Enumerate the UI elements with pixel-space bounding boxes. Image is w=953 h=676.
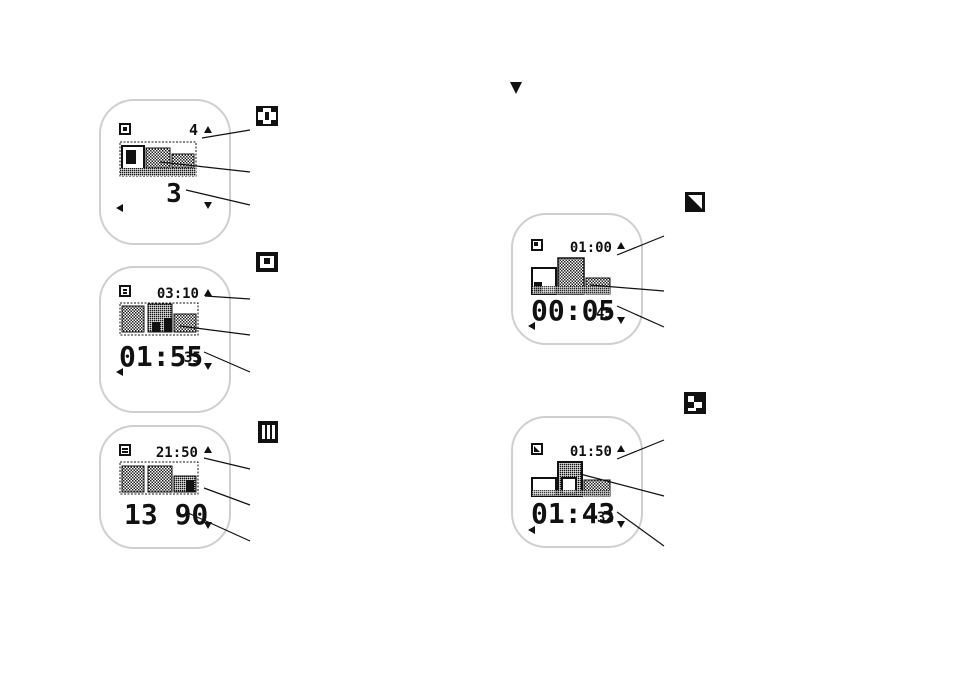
bars-mode-icon xyxy=(119,444,131,456)
zone-graph xyxy=(531,461,611,497)
stopwatch-icon xyxy=(256,252,278,272)
zone-scale xyxy=(120,168,196,176)
sub-value: 32 xyxy=(597,510,614,526)
battery-icon xyxy=(258,421,278,443)
zone-bar xyxy=(152,322,160,332)
zone-bar xyxy=(147,465,173,493)
star-grid-icon xyxy=(256,106,278,126)
zone-graph xyxy=(119,141,197,177)
main-value: 01:55 xyxy=(119,340,203,373)
sub-value: 35 xyxy=(184,350,201,366)
leader-line xyxy=(185,189,251,206)
top-value: 01:50 xyxy=(570,444,612,460)
main-value: 01:43 xyxy=(531,497,615,530)
leader-line xyxy=(579,473,665,497)
leader-line xyxy=(185,511,251,542)
watch-bezel xyxy=(511,213,643,345)
watch-screen-3: 21:50 13 90 xyxy=(99,421,278,549)
up-arrow-icon xyxy=(617,242,625,249)
zone-mode-icon-2 xyxy=(531,443,543,455)
main-value: 00:05 xyxy=(531,294,615,327)
down-arrow-small-icon xyxy=(617,317,625,324)
up-arrow-icon xyxy=(204,126,212,133)
zone-bar xyxy=(121,465,145,493)
leader-line xyxy=(616,511,665,547)
zone-graph xyxy=(119,302,199,336)
left-arrow-icon xyxy=(116,368,123,376)
zone-corner-icon xyxy=(685,192,705,212)
down-arrow-small-icon xyxy=(204,363,212,370)
leader-line xyxy=(616,305,665,328)
left-arrow-icon xyxy=(528,526,535,534)
zone-scale xyxy=(532,490,610,496)
zone-graph xyxy=(119,461,199,495)
watch-bezel xyxy=(99,425,231,549)
zone-scale xyxy=(532,286,610,294)
sub-value: 45 xyxy=(596,306,613,322)
watch-screen-5: 01:50 01:43 32 xyxy=(511,392,706,548)
zone-graph xyxy=(531,257,611,295)
down-arrow-small-icon xyxy=(617,521,625,528)
leader-line xyxy=(589,284,665,292)
watch-screen-2: 03:10 01:55 35 xyxy=(99,252,278,413)
watch-bezel xyxy=(99,99,231,245)
leader-line xyxy=(201,129,251,139)
watch-screen-4: 01:00 00:05 45 xyxy=(511,192,705,345)
zone-bar xyxy=(126,150,136,164)
up-arrow-icon xyxy=(204,446,212,453)
zone-bar xyxy=(186,480,194,492)
leader-line xyxy=(203,487,251,506)
leader-line xyxy=(179,325,251,336)
zone-bar xyxy=(145,147,171,169)
top-value: 03:10 xyxy=(157,286,199,302)
zone-bar xyxy=(121,305,145,333)
leader-line xyxy=(203,351,251,373)
down-arrow-small-icon xyxy=(204,522,212,529)
left-arrow-icon xyxy=(116,204,123,212)
zone-step-icon xyxy=(684,392,706,414)
leader-line xyxy=(204,295,251,300)
top-value: 01:00 xyxy=(570,240,612,256)
leader-line xyxy=(616,235,665,256)
up-arrow-icon xyxy=(204,289,212,296)
watch-screen-1: 4 3 xyxy=(99,99,278,245)
watch-bezel xyxy=(99,266,231,413)
down-arrow-small-icon xyxy=(204,202,212,209)
zone-bar xyxy=(173,313,197,333)
main-value: 13 90 xyxy=(124,498,208,531)
leader-line xyxy=(203,457,251,470)
clock-mode-icon xyxy=(119,285,131,297)
grid-mode-icon xyxy=(119,123,131,135)
down-arrow-icon xyxy=(510,82,522,94)
zone-mode-icon xyxy=(531,239,543,251)
top-value: 21:50 xyxy=(156,445,198,461)
leader-line xyxy=(159,161,251,173)
top-value: 4 xyxy=(189,121,198,139)
left-arrow-icon xyxy=(528,322,535,330)
leader-line xyxy=(616,439,665,460)
zone-bar xyxy=(164,318,172,332)
main-value: 3 xyxy=(166,179,182,209)
watch-bezel xyxy=(511,416,643,548)
up-arrow-icon xyxy=(617,445,625,452)
